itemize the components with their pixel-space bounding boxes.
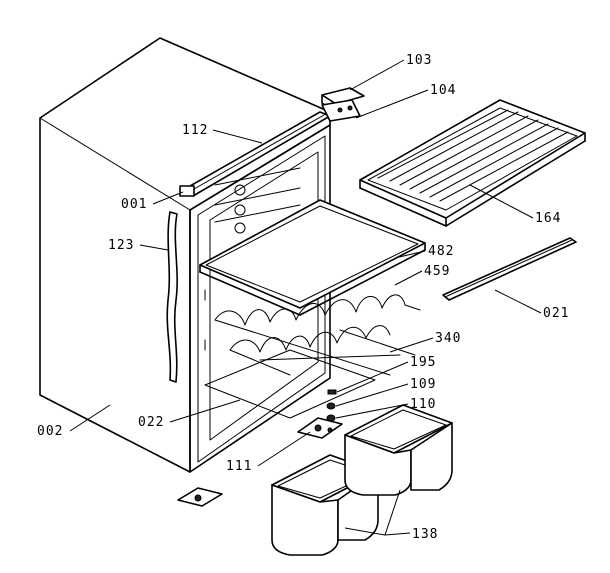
label-110: 110 [410, 397, 436, 412]
label-002: 002 [37, 424, 63, 439]
corner-connector-part [179, 185, 195, 197]
leader-lines [69, 59, 542, 536]
label-109: 109 [410, 377, 436, 392]
label-195: 195 [410, 355, 436, 370]
loose-foot-part [177, 487, 223, 507]
label-340: 340 [435, 331, 461, 346]
door-strip-part [442, 237, 577, 301]
label-123: 123 [108, 238, 134, 253]
cabinet-body [39, 37, 331, 473]
label-001: 001 [121, 197, 147, 212]
bottle-rack-part [214, 294, 421, 376]
label-164: 164 [535, 211, 561, 226]
crisper-cover-part [204, 349, 376, 419]
crisper-drawer-right-part [344, 404, 453, 496]
label-111: 111 [226, 459, 252, 474]
part-labels: 103 104 112 164 001 123 482 459 021 340 … [37, 53, 569, 542]
gasket-strip-part [166, 211, 178, 383]
label-104: 104 [430, 83, 456, 98]
label-103: 103 [406, 53, 432, 68]
label-482: 482 [428, 244, 454, 259]
label-021: 021 [543, 306, 569, 321]
small-parts [326, 389, 337, 422]
top-hinge-part [321, 87, 365, 122]
label-022: 022 [138, 415, 164, 430]
label-112: 112 [182, 123, 208, 138]
label-459: 459 [424, 264, 450, 279]
label-138: 138 [412, 527, 438, 542]
glass-shelf-part [199, 199, 426, 316]
wire-rack-part [359, 99, 586, 227]
